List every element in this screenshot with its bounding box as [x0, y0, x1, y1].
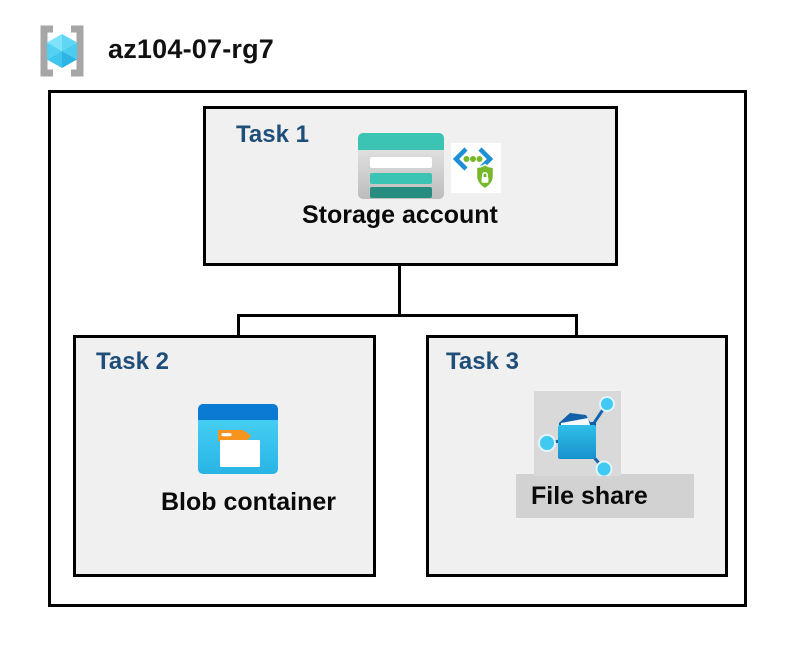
task-3-item-label: File share [531, 482, 648, 510]
task-2-box: Task 2 Blob container [73, 335, 376, 577]
task-1-label: Task 1 [236, 121, 309, 148]
storage-account-icon [358, 133, 444, 199]
task-2-label: Task 2 [96, 348, 169, 375]
resource-group-header: az104-07-rg7 [0, 0, 788, 90]
file-share-icon [534, 391, 621, 478]
sas-security-icon [451, 143, 501, 193]
task-1-box: Task 1 [203, 106, 618, 266]
connector-storage-stem [398, 236, 401, 317]
task-1-item-label: Storage account [302, 201, 498, 229]
blob-container-icon [198, 404, 278, 474]
connector-branch [237, 314, 578, 317]
resource-group-title: az104-07-rg7 [108, 34, 274, 64]
file-share-label-highlight: File share [516, 474, 694, 518]
task-2-item-label: Blob container [161, 488, 337, 516]
task-3-box: Task 3 File share [426, 335, 728, 577]
task-3-label: Task 3 [446, 348, 519, 375]
resource-group-icon [40, 25, 84, 77]
resource-group-boundary: Task 1 [48, 90, 747, 607]
